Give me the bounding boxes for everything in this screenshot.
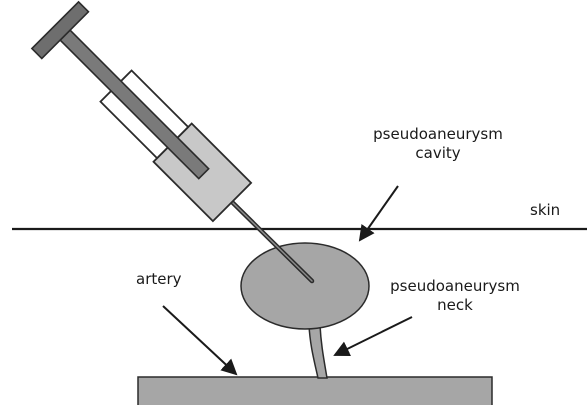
cavity-label-line-2: cavity <box>368 144 508 163</box>
neck-label-line-1: pseudoaneurysm <box>380 277 530 296</box>
cavity-arrow <box>360 186 398 240</box>
artery-shape <box>138 377 492 405</box>
syringe-plunger-rod <box>60 30 208 178</box>
pseudoaneurysm-neck-shape <box>309 325 327 378</box>
cavity-label: pseudoaneurysm cavity <box>368 125 508 163</box>
pseudoaneurysm-cavity-shape <box>241 243 369 329</box>
neck-arrow <box>335 317 412 355</box>
artery-arrow <box>163 306 236 374</box>
skin-label: skin <box>530 201 560 220</box>
cavity-label-line-1: pseudoaneurysm <box>368 125 508 144</box>
neck-label-line-2: neck <box>380 296 530 315</box>
neck-label: pseudoaneurysm neck <box>380 277 530 315</box>
syringe <box>32 2 312 281</box>
artery-label: artery <box>136 270 182 289</box>
